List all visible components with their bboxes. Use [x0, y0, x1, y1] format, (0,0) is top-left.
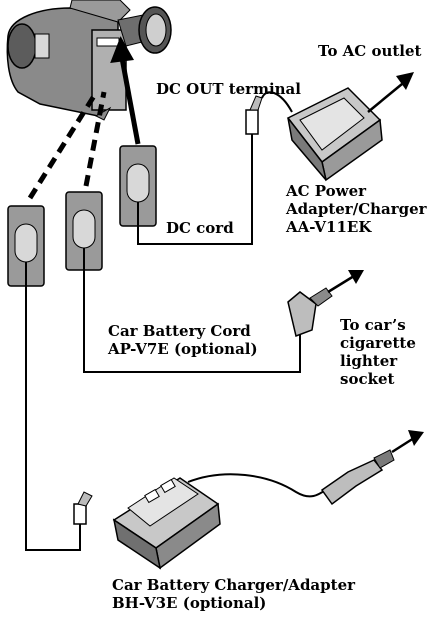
car-battery-cord-model-label: AP-V7E (optional) [108, 340, 258, 358]
charger-link-cord [25, 286, 81, 551]
car-charger-cigarette-plug [320, 430, 424, 506]
car-battery-cord [83, 270, 301, 373]
car-charger-model-label: BH-V3E (optional) [112, 594, 267, 612]
ac-adapter-label-line2: Adapter/Charger [286, 200, 427, 218]
dc-cord-plate [119, 145, 157, 227]
car-charger-cord [187, 473, 337, 498]
ac-adapter-model-label: AA-V11EK [286, 218, 372, 236]
dc-out-terminal-label: DC OUT terminal [156, 80, 301, 98]
ac-mains-cord [261, 91, 293, 113]
car-socket-label-line2: cigarette [340, 334, 416, 352]
car-cord-plug [287, 270, 364, 338]
car-socket-label-line1: To car’s [340, 316, 406, 334]
attach-arrows [27, 36, 141, 200]
to-ac-outlet-label: To AC outlet [318, 42, 422, 60]
dc-cord-label: DC cord [166, 219, 234, 237]
charger-link-plug [73, 491, 93, 525]
camcorder [6, 0, 172, 121]
car-socket-label-line3: lighter [340, 352, 398, 370]
car-cord-plate [65, 191, 103, 271]
car-battery-cord-label: Car Battery Cord [108, 322, 251, 340]
dc-cord [137, 112, 253, 245]
car-charger-label: Car Battery Charger/Adapter [112, 576, 356, 594]
ac-adapter-label-line1: AC Power [286, 182, 367, 200]
dc-out-plug [245, 95, 263, 135]
ac-power-adapter [286, 72, 414, 182]
car-socket-label-line4: socket [340, 370, 395, 388]
car-battery-charger [112, 477, 221, 570]
car-charger-plate [7, 205, 45, 287]
